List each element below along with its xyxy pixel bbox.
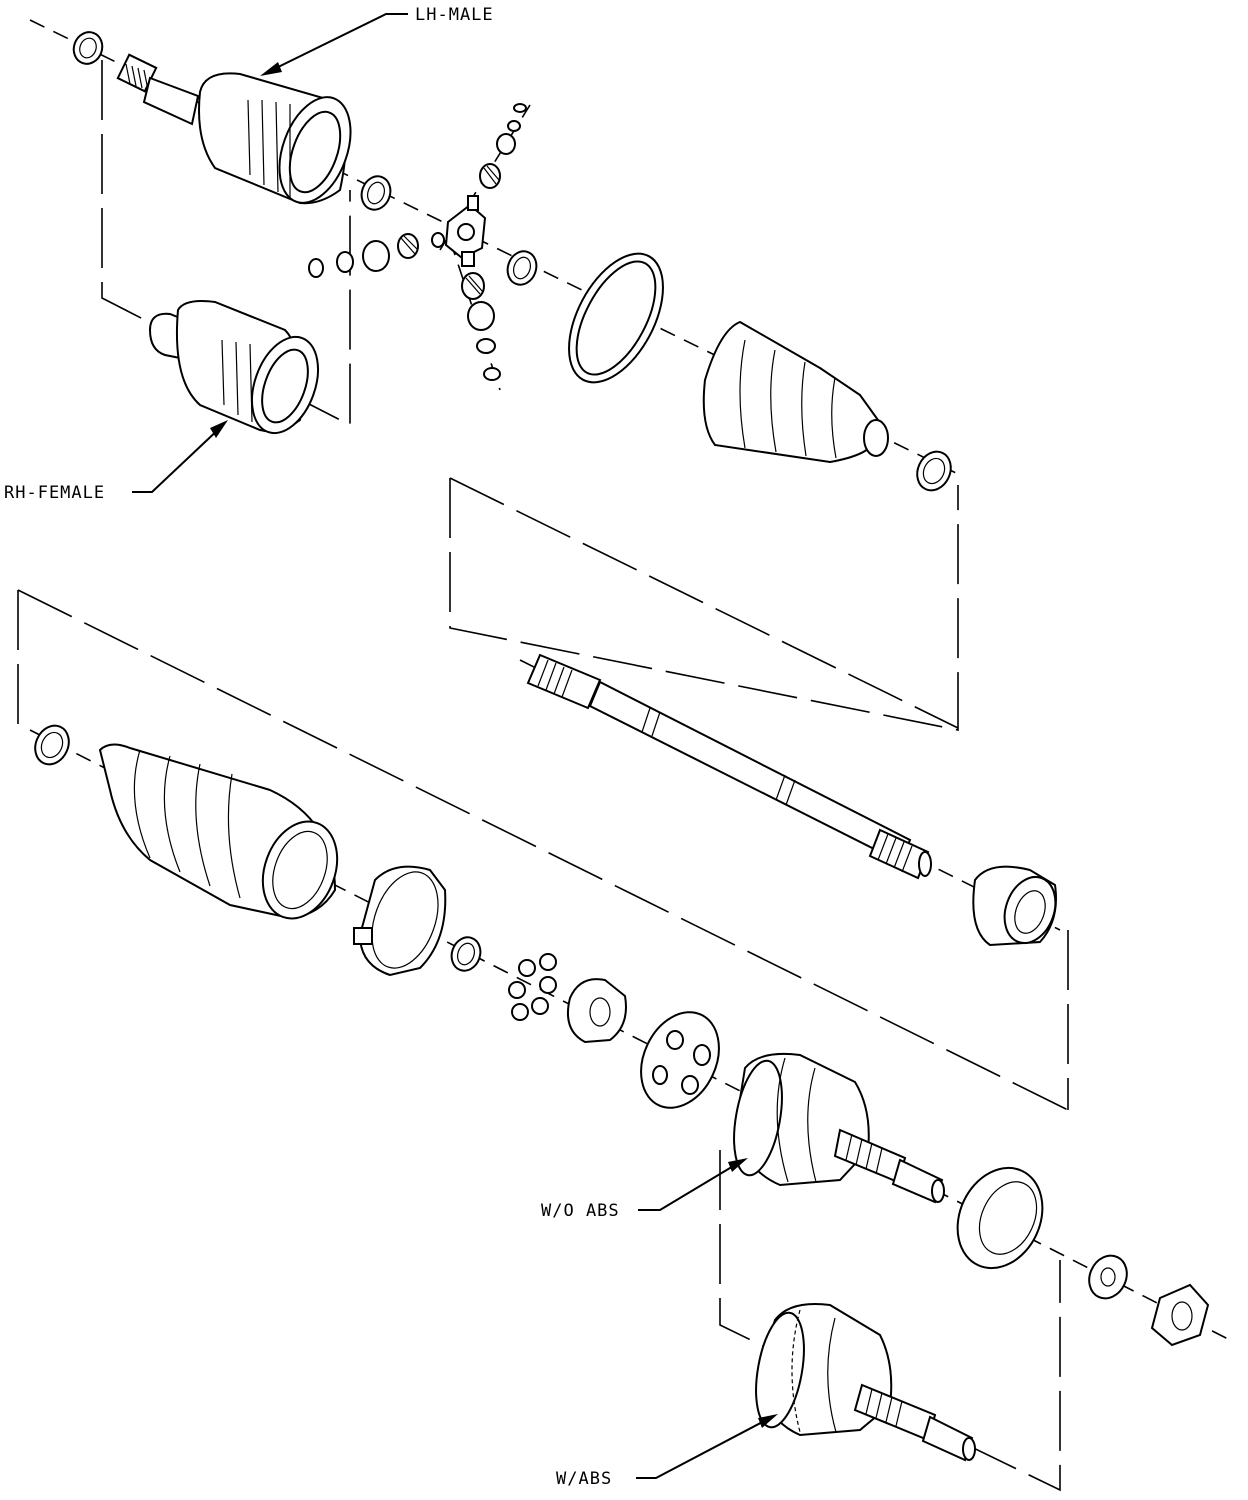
spider-cross xyxy=(444,195,487,267)
rh-female-leader xyxy=(132,420,228,493)
deflector-ring-lower xyxy=(956,1166,1044,1270)
boot-clamp-lower xyxy=(353,865,447,977)
bearing-cap-a xyxy=(362,240,390,272)
needle-bearing-a-inner xyxy=(431,232,445,248)
washer-d xyxy=(513,103,527,113)
axle-shaft xyxy=(526,653,932,880)
washer-b xyxy=(336,251,354,273)
label-w-abs: W/ABS xyxy=(556,1469,612,1489)
washer-f xyxy=(483,367,501,381)
washer-c xyxy=(507,120,521,132)
ball-cage xyxy=(640,1011,720,1109)
outer-joint-without-abs xyxy=(733,1052,945,1204)
snap-ring-a xyxy=(360,175,392,211)
alignment-frame-lower-diag xyxy=(17,589,1069,1111)
alignment-frame-shaft-top xyxy=(449,477,959,729)
dust-deflector xyxy=(972,865,1057,947)
washer-lower xyxy=(1088,1254,1128,1300)
bearing-cap-b xyxy=(496,133,516,155)
label-wo-abs: W/O ABS xyxy=(541,1201,620,1221)
lh-male-housing xyxy=(116,53,352,205)
label-rh-female: RH-FEMALE xyxy=(4,483,105,503)
alignment-frame-abs xyxy=(719,1150,1061,1492)
outer-boot xyxy=(34,724,339,920)
bearing-cap-c xyxy=(467,301,495,331)
inner-boot xyxy=(702,320,889,464)
lh-male-leader xyxy=(260,13,408,76)
wo-abs-leader xyxy=(638,1158,748,1211)
outer-joint-with-abs xyxy=(755,1303,976,1462)
ball-bearings xyxy=(508,953,557,1021)
rh-female-housing xyxy=(148,300,319,435)
hub-nut xyxy=(1150,1283,1210,1347)
lock-ring-top-left xyxy=(72,31,104,65)
washer-a xyxy=(308,258,324,278)
alignment-frame-shaft xyxy=(449,478,959,731)
label-lh-male: LH-MALE xyxy=(415,5,494,25)
ball-inner-race xyxy=(566,978,627,1044)
washer-e xyxy=(476,338,496,354)
snap-ring-c xyxy=(450,936,482,972)
w-abs-leader xyxy=(636,1414,778,1479)
